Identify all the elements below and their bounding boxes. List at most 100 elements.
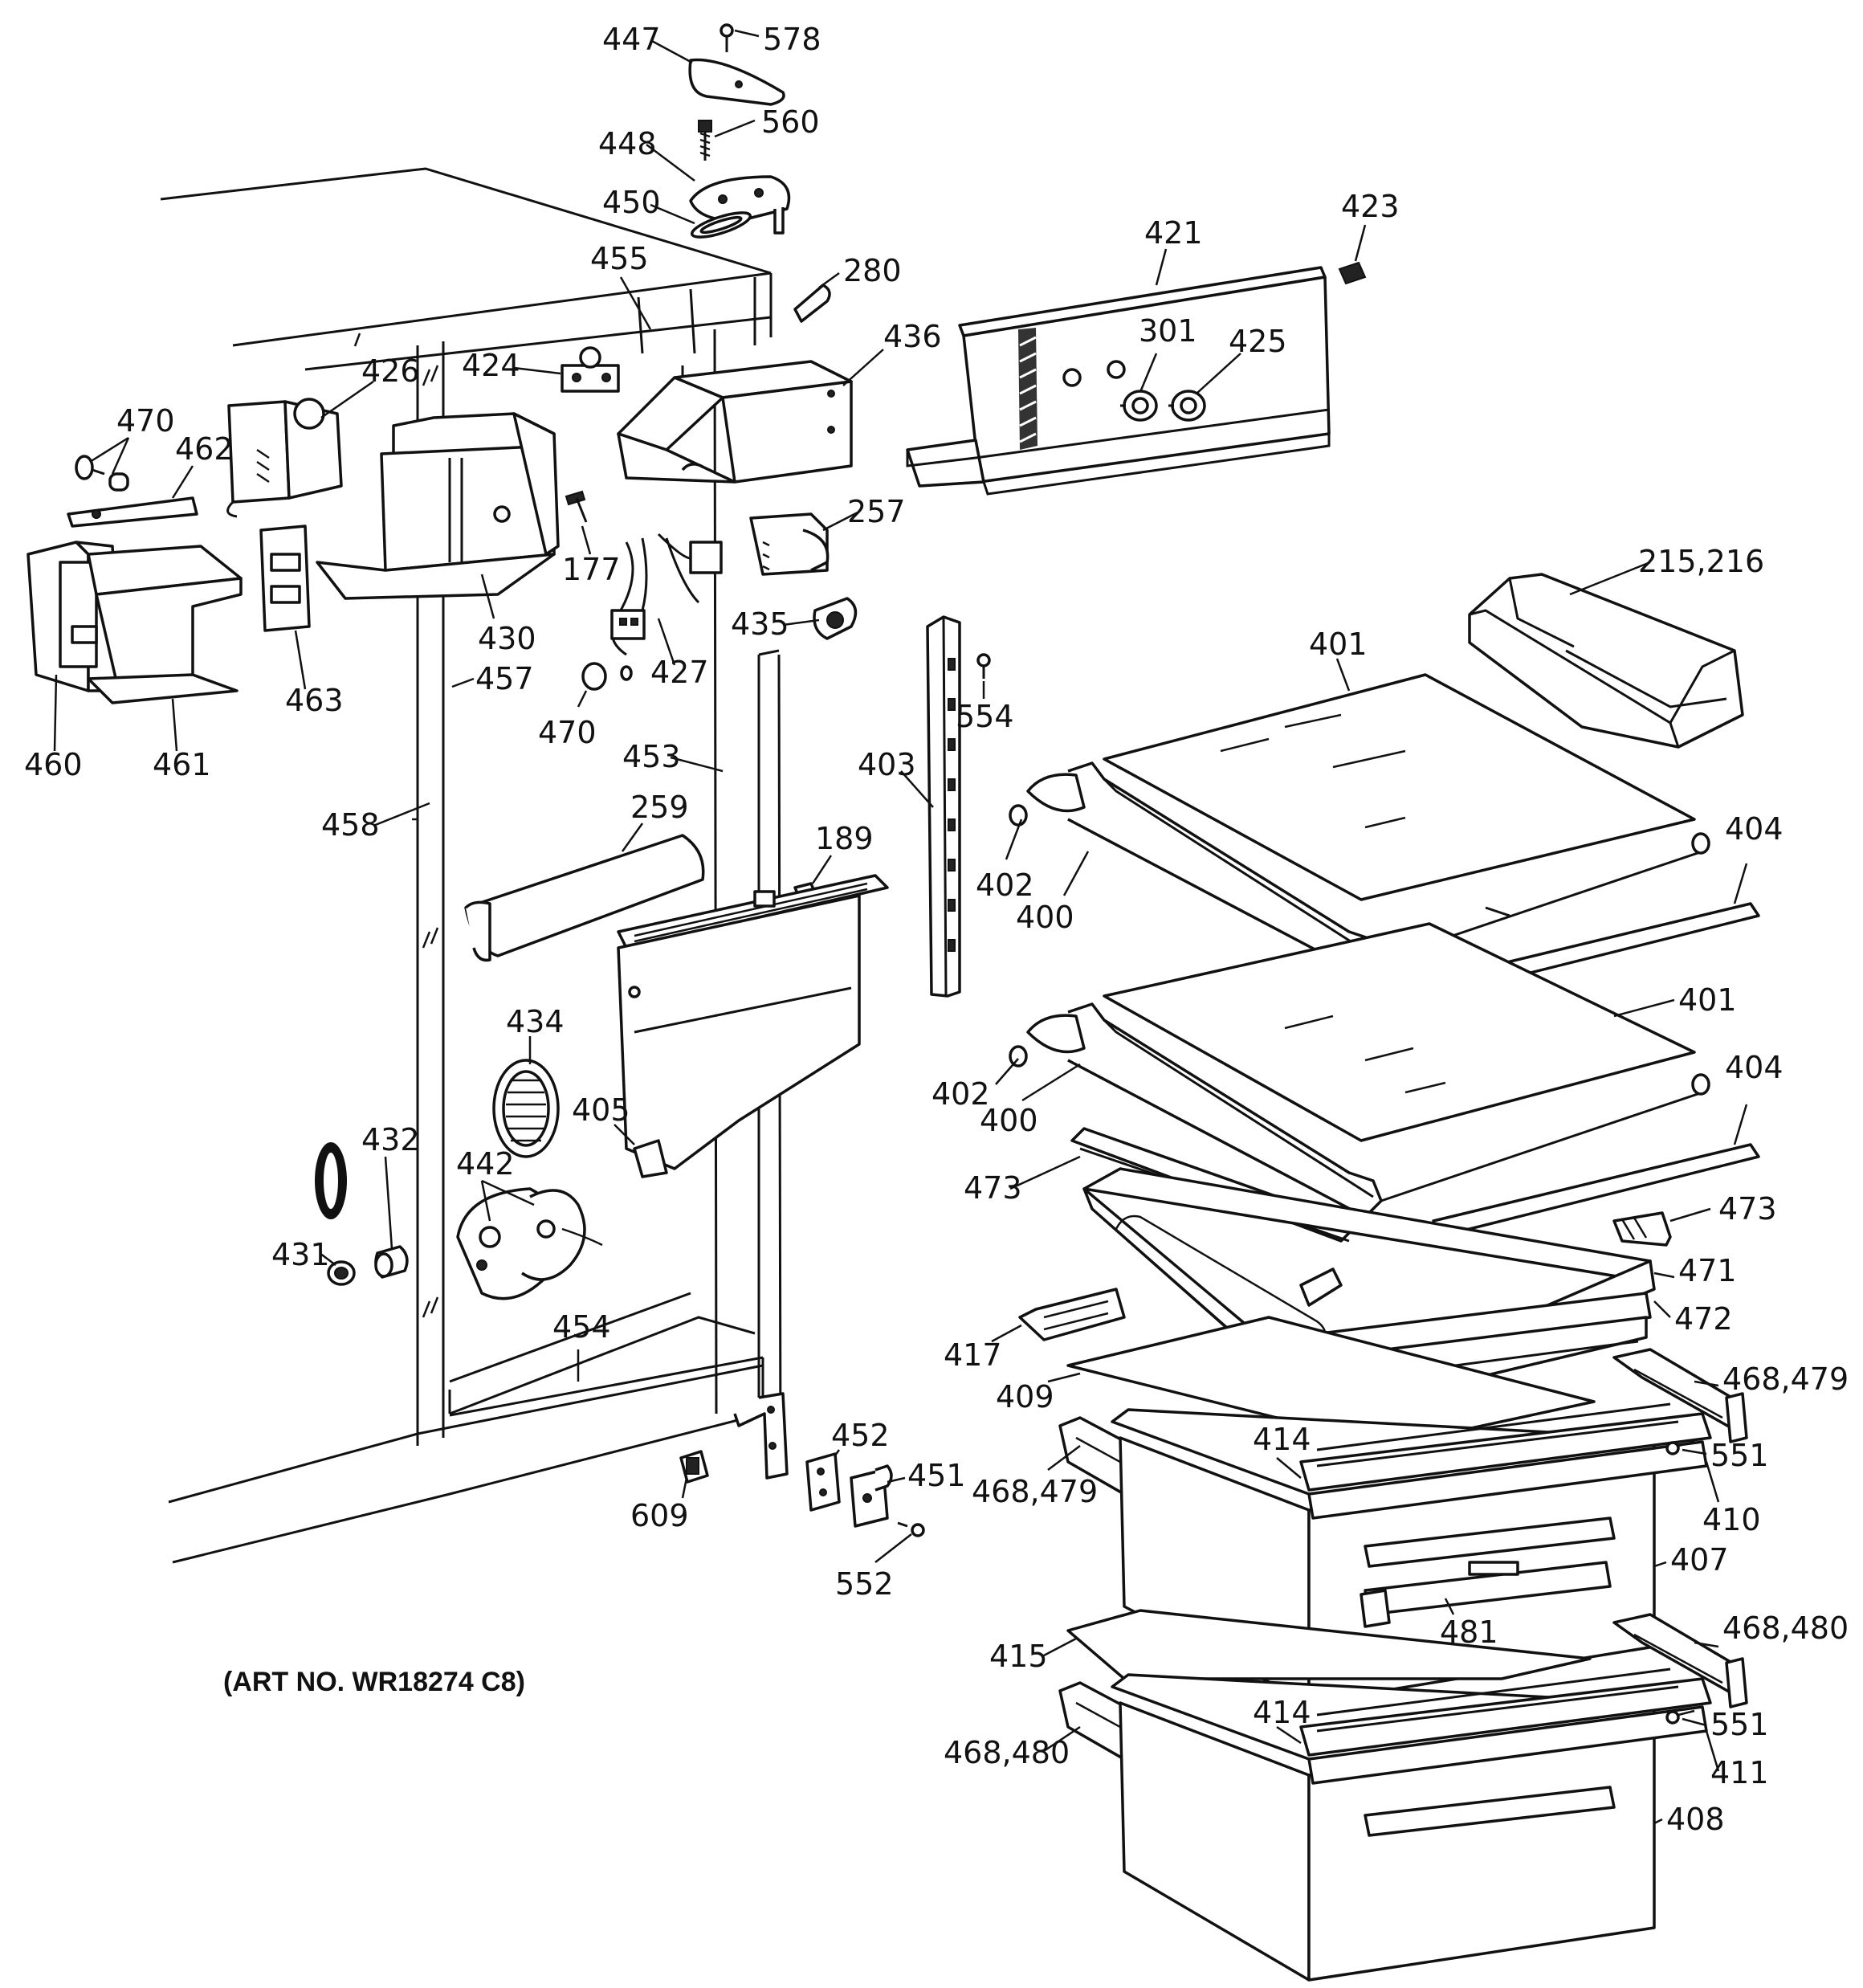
screw-551-upper: [1665, 1440, 1695, 1455]
label-473-right: 473: [1718, 1191, 1777, 1227]
label-448: 448: [598, 126, 657, 161]
label-436: 436: [883, 319, 942, 354]
art-number: (ART NO. WR18274 C8): [223, 1667, 525, 1697]
label-434: 434: [506, 1004, 565, 1039]
label-301: 301: [1139, 313, 1197, 349]
label-442: 442: [456, 1146, 515, 1182]
label-609: 609: [630, 1498, 689, 1533]
socket-431: [327, 1260, 356, 1286]
label-463: 463: [285, 683, 344, 718]
light-lens-431: [315, 1142, 347, 1219]
label-400-top: 400: [1016, 900, 1074, 935]
cover-259: [464, 834, 705, 962]
label-450: 450: [602, 185, 661, 220]
timer-257: [749, 512, 830, 576]
label-451: 451: [907, 1458, 966, 1493]
label-458: 458: [321, 807, 380, 843]
trim-410: [1307, 1440, 1708, 1520]
label-551-upper: 551: [1710, 1438, 1769, 1473]
label-421: 421: [1144, 215, 1203, 251]
label-455: 455: [590, 241, 649, 276]
label-468-480-left: 468,480: [944, 1735, 1070, 1770]
label-462: 462: [175, 431, 234, 467]
label-407: 407: [1670, 1542, 1729, 1578]
label-554: 554: [956, 699, 1014, 734]
switch-424: [561, 346, 620, 393]
label-401-bottom: 401: [1678, 982, 1737, 1018]
label-400-bottom: 400: [980, 1103, 1038, 1138]
cam-423: [1338, 261, 1367, 285]
label-552: 552: [835, 1566, 894, 1602]
bracket-426: [226, 398, 343, 518]
label-435: 435: [731, 606, 789, 642]
label-457: 457: [475, 661, 534, 696]
label-401-top: 401: [1309, 627, 1368, 662]
label-551-lower: 551: [1710, 1707, 1769, 1742]
door-bin-215-216: [1468, 573, 1744, 749]
screw-554: [976, 653, 991, 679]
label-424: 424: [462, 348, 520, 383]
glass-shelf-401-bottom: [1103, 922, 1696, 1142]
label-560: 560: [761, 104, 820, 140]
label-468-479-right: 468,479: [1722, 1361, 1849, 1397]
label-411: 411: [1710, 1755, 1769, 1790]
label-409: 409: [996, 1379, 1054, 1414]
shim-450: [690, 211, 752, 239]
drawer-handle-481: [1360, 1517, 1616, 1628]
duct-405: [617, 874, 889, 1178]
label-447: 447: [602, 22, 661, 57]
label-404-bottom: 404: [1725, 1050, 1784, 1085]
plate-452: [805, 1452, 841, 1512]
label-454: 454: [552, 1309, 611, 1345]
hinge-cover-447: [688, 58, 785, 106]
housing-436: [617, 360, 853, 484]
screw-560: [698, 120, 712, 161]
label-430: 430: [478, 621, 536, 656]
knob-425: [1168, 390, 1206, 422]
damper-442: [456, 1187, 603, 1300]
label-471: 471: [1678, 1253, 1737, 1288]
socket-435: [813, 597, 858, 640]
screw-578: [720, 23, 734, 52]
label-481: 481: [1440, 1614, 1498, 1650]
bracket-473-right: [1612, 1211, 1672, 1247]
label-468-480-right: 468,480: [1722, 1610, 1849, 1646]
callout-labels: 447 578 448 560 450 455 280 421 423 424 …: [24, 22, 1849, 1837]
label-410: 410: [1702, 1502, 1761, 1537]
label-427: 427: [650, 655, 709, 690]
screw-552: [897, 1521, 925, 1537]
label-423: 423: [1341, 189, 1400, 224]
spacer-470-top: [75, 455, 129, 492]
bushing-432: [374, 1245, 409, 1279]
label-215-216: 215,216: [1638, 544, 1764, 579]
light-switch-301: [1120, 390, 1158, 422]
light-shield-434: [492, 1059, 560, 1158]
crisper-pan-408: [1111, 1668, 1712, 1982]
label-461: 461: [153, 747, 211, 782]
label-405: 405: [572, 1092, 630, 1128]
label-417: 417: [944, 1337, 1002, 1373]
glass-cover-415: [1066, 1609, 1592, 1680]
label-472: 472: [1674, 1301, 1733, 1337]
label-259: 259: [630, 790, 689, 825]
hinge-451: [850, 1464, 893, 1528]
label-460: 460: [24, 747, 83, 782]
label-177: 177: [562, 552, 621, 587]
label-414-upper: 414: [1253, 1422, 1311, 1457]
spacer-470-mid: [581, 662, 633, 691]
label-426: 426: [361, 353, 420, 389]
slide-rail-468-480-right: [1612, 1613, 1748, 1708]
label-470-top: 470: [116, 403, 175, 439]
label-468-479-left: 468,479: [972, 1474, 1098, 1509]
label-473-left: 473: [964, 1170, 1022, 1206]
label-403: 403: [858, 747, 916, 782]
rail-417: [1018, 1288, 1126, 1341]
bushing-280: [793, 284, 831, 323]
label-402-bottom: 402: [932, 1076, 990, 1112]
label-408: 408: [1666, 1802, 1725, 1837]
label-578: 578: [763, 22, 821, 57]
label-189: 189: [815, 821, 874, 856]
screw-551-lower: [1665, 1709, 1695, 1725]
label-431: 431: [271, 1237, 330, 1272]
